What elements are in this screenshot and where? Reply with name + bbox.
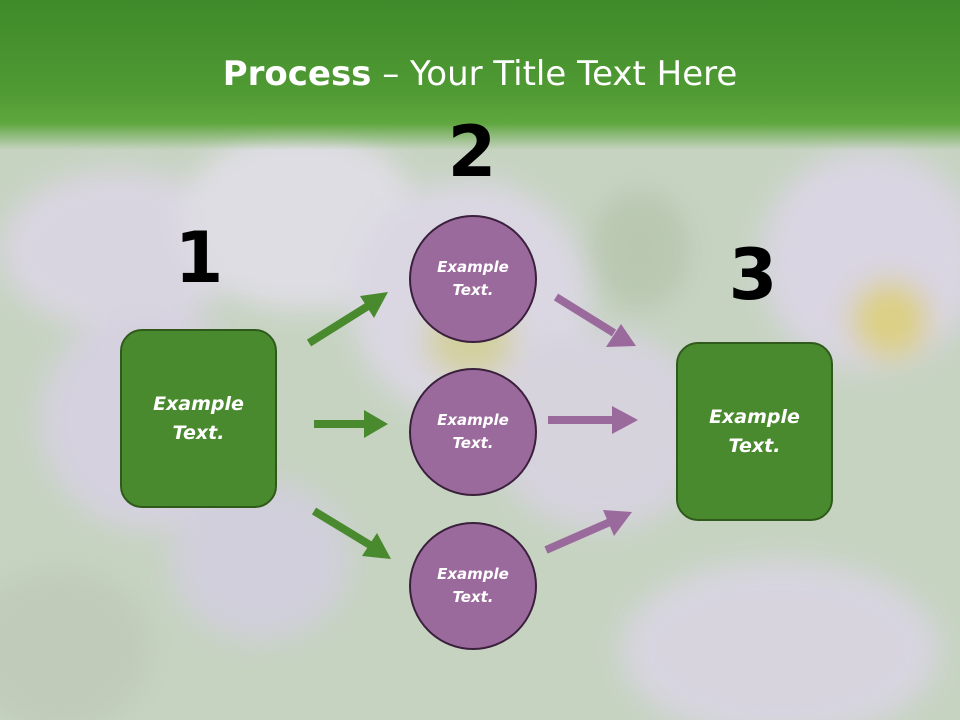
purple-arrow-down bbox=[553, 293, 636, 347]
left-step-box: Example Text. bbox=[120, 329, 277, 508]
step-number-1: 1 bbox=[174, 217, 224, 299]
middle-circle-top: Example Text. bbox=[409, 215, 537, 343]
title-rest: – Your Title Text Here bbox=[371, 54, 738, 94]
purple-arrow-up bbox=[544, 510, 632, 554]
title-band bbox=[0, 0, 960, 150]
step-number-3: 3 bbox=[728, 234, 778, 316]
step-number-2: 2 bbox=[447, 111, 497, 193]
middle-circle-middle: Example Text. bbox=[409, 368, 537, 496]
title-bold: Process bbox=[222, 54, 372, 94]
page-title: Process – Your Title Text Here bbox=[0, 52, 960, 96]
green-arrow-down bbox=[311, 507, 391, 559]
green-arrow-up bbox=[306, 292, 388, 347]
purple-arrow-middle bbox=[548, 406, 638, 434]
middle-circle-bottom: Example Text. bbox=[409, 522, 537, 650]
right-step-box: Example Text. bbox=[676, 342, 833, 521]
green-arrow-middle bbox=[314, 410, 388, 438]
